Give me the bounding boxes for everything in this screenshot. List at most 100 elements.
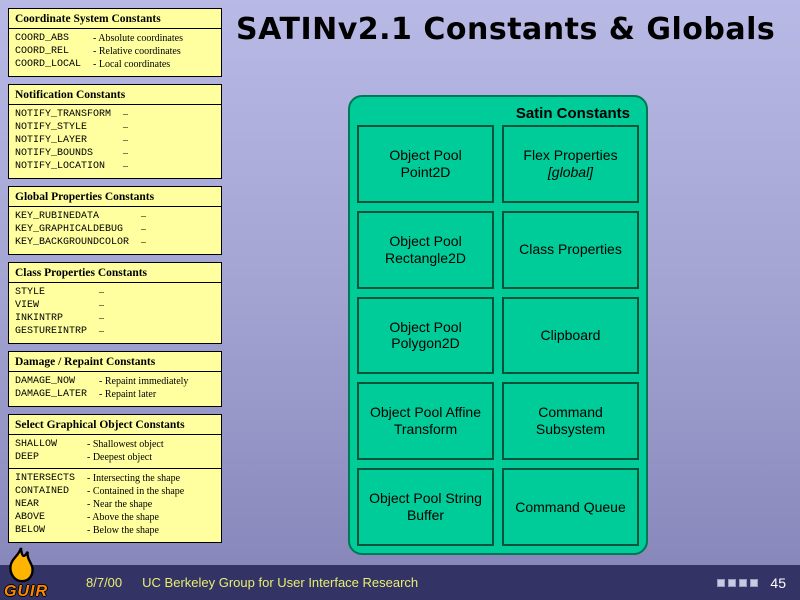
diagram-cell: Object Pool Polygon2D	[357, 296, 494, 375]
constant-description: –	[99, 326, 104, 337]
diagram-cell-label: Flex Properties	[523, 147, 618, 164]
constant-name: NOTIFY_BOUNDS	[15, 148, 94, 159]
diagram-cell-label: Object Pool Polygon2D	[389, 318, 462, 352]
constant-entry: VIEW –	[15, 299, 215, 312]
nav-square[interactable]	[717, 578, 726, 587]
constant-description: –	[141, 237, 147, 248]
constant-name: INKINTRP	[15, 313, 64, 324]
constant-entry: NOTIFY_LAYER –	[15, 134, 215, 147]
diagram-cell: Flex Properties[global]	[502, 125, 639, 203]
constant-entry: DAMAGE_NOW- Repaint immediately	[15, 375, 215, 388]
diagram-cell-sublabel: [global]	[547, 163, 594, 180]
constant-description: - Intersecting the shape	[87, 473, 181, 484]
diagram-cell-label: Object Pool Affine Transform	[369, 404, 482, 438]
constant-entry: INTERSECTS - Intersecting the shape	[15, 472, 215, 485]
nav-square[interactable]	[739, 578, 748, 587]
constant-name: VIEW	[15, 300, 40, 311]
constant-description: –	[99, 287, 104, 298]
constant-name: DAMAGE_NOW	[15, 376, 76, 387]
constant-entry: INKINTRP –	[15, 312, 215, 325]
constant-name: GESTUREINTRP	[15, 326, 88, 337]
diagram-title: Satin Constants	[515, 105, 630, 122]
constant-entry: NOTIFY_TRANSFORM–	[15, 108, 215, 121]
constant-description: - Near the shape	[87, 499, 153, 510]
constant-name: KEY_BACKGROUNDCOLOR	[15, 237, 130, 248]
constant-name: KEY_RUBINEDATA	[15, 211, 100, 222]
flame-icon	[9, 547, 34, 583]
constant-description: –	[99, 300, 104, 311]
constant-name: NOTIFY_LAYER	[15, 135, 88, 146]
nav-squares	[717, 578, 759, 587]
nav-square[interactable]	[728, 578, 737, 587]
constant-name: COORD_LOCAL	[15, 59, 82, 70]
constant-name: BELOW	[15, 525, 46, 536]
diagram-cell: Command Queue	[502, 468, 639, 546]
constant-name: INTERSECTS	[15, 473, 76, 484]
constant-entry: GESTUREINTRP–	[15, 325, 215, 338]
constant-description: –	[141, 211, 147, 222]
diagram-grid: Object Pool Point2D Flex Properties[globa…	[357, 125, 639, 546]
constant-entry: ABOVE- Above the shape	[15, 511, 215, 524]
constant-entry: NEAR - Near the shape	[15, 498, 215, 511]
constant-description: –	[141, 224, 147, 235]
constant-description: - Repaint later	[99, 389, 157, 400]
footer-org-name: UC Berkeley Group for User Interface Res…	[142, 575, 419, 590]
constant-name: COORD_ABS	[15, 33, 70, 44]
constant-description: - Absolute coordinates	[93, 33, 183, 44]
diagram-cell-label: Object Pool String Buffer	[369, 490, 482, 524]
constant-description: –	[123, 148, 129, 159]
guir-logo-text: GUIR	[4, 583, 48, 600]
constant-description: - Deepest object	[87, 452, 152, 463]
slide-title: SATINv2.1 Constants & Globals	[236, 12, 776, 47]
guir-logo: GUIR	[2, 546, 64, 600]
constant-description: –	[123, 109, 129, 120]
satin-constants-diagram: Satin Constants Object Pool Point2D Flex …	[348, 95, 648, 555]
constant-entry: NOTIFY_STYLE –	[15, 121, 215, 134]
constant-entry: KEY_RUBINEDATA –	[15, 210, 215, 223]
diagram-cell: Object Pool Rectangle2D	[357, 210, 494, 289]
panel-heading: Select Graphical Object Constants	[9, 419, 221, 435]
diagram-cell-label: Object Pool Point2D	[389, 147, 462, 180]
diagram-cell-label: Command Subsystem	[535, 404, 606, 438]
constant-entry: DAMAGE_LATER- Repaint later	[15, 388, 215, 401]
constant-description: –	[99, 313, 104, 324]
constant-entry: DEEP - Deepest object	[15, 451, 215, 464]
panel-heading: Damage / Repaint Constants	[9, 356, 221, 372]
constant-entry: KEY_GRAPHICALDEBUG–	[15, 223, 215, 236]
constant-entry: CONTAINED- Contained in the shape	[15, 485, 215, 498]
constant-description: - Above the shape	[87, 512, 159, 523]
constant-name: NOTIFY_STYLE	[15, 122, 88, 133]
constant-entry: SHALLOW - Shallowest object	[15, 438, 215, 451]
diagram-cell: Clipboard	[502, 296, 639, 375]
constant-name: CONTAINED	[15, 486, 70, 497]
constant-name: DEEP	[15, 452, 40, 463]
constant-description: –	[123, 135, 129, 146]
diagram-cell-label: Command Queue	[515, 498, 626, 515]
constant-description: - Shallowest object	[87, 439, 164, 450]
diagram-cell-label: Clipboard	[540, 327, 601, 344]
nav-square[interactable]	[750, 578, 759, 587]
diagram-cell-label: Class Properties	[519, 241, 622, 258]
constant-entry: COORD_REL- Relative coordinates	[15, 45, 215, 58]
constant-entry: BELOW - Below the shape	[15, 524, 215, 537]
diagram-cell: Command Subsystem	[502, 382, 639, 461]
diagram-cell: Class Properties	[502, 210, 639, 289]
constant-entry: COORD_ABS - Absolute coordinates	[15, 32, 215, 45]
constant-name: NOTIFY_TRANSFORM	[15, 109, 112, 120]
constant-name: SHALLOW	[15, 439, 58, 450]
constant-description: - Below the shape	[87, 525, 159, 536]
constant-entry: NOTIFY_BOUNDS –	[15, 147, 215, 160]
constant-name: NEAR	[15, 499, 40, 510]
diagram-cell: Object Pool Point2D	[357, 125, 494, 203]
constant-description: –	[123, 161, 129, 172]
constant-description: –	[123, 122, 129, 133]
constant-name: STYLE	[15, 287, 46, 298]
constant-entry: STYLE –	[15, 286, 215, 299]
